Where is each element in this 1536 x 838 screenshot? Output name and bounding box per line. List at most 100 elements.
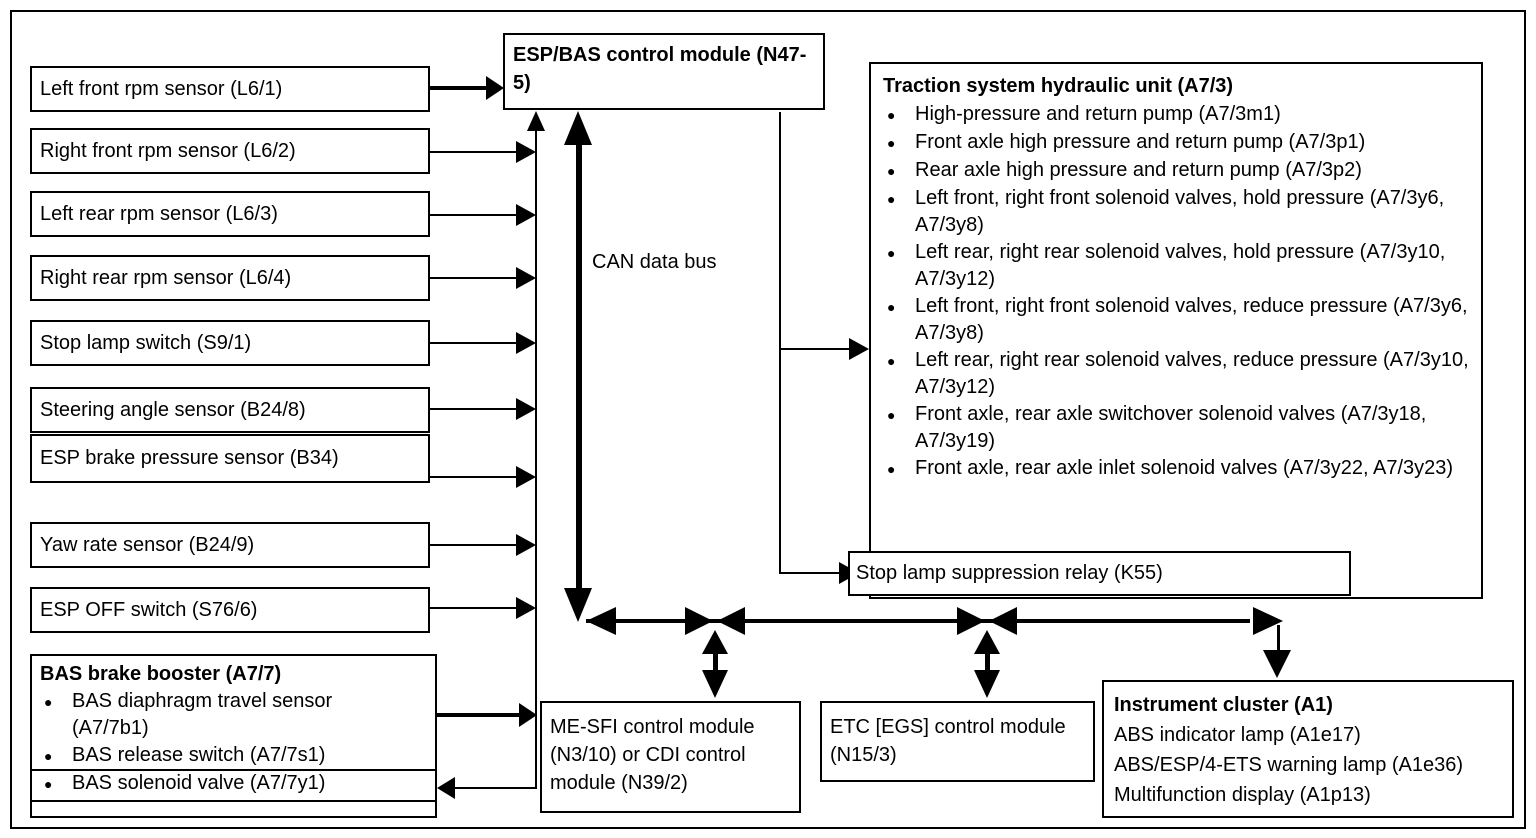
connector-line: [430, 342, 516, 344]
traction-unit-title: Traction system hydraulic unit (A7/3): [883, 75, 1234, 97]
list-item: High-pressure and return pump (A7/3m1): [883, 101, 1471, 129]
sensor-label: Right rear rpm sensor (L6/4): [40, 266, 292, 289]
sensor-box-esp-off-switch: ESP OFF switch (S76/6): [30, 587, 430, 633]
arrowhead-right-icon: [519, 703, 537, 727]
list-item-text: BAS diaphragm travel sensor (A7/7b1): [72, 690, 333, 739]
diagram-border: [10, 10, 1526, 829]
traction-hydraulic-unit-box: Traction system hydraulic unit (A7/3) Hi…: [869, 62, 1483, 599]
connector-line: [430, 151, 516, 153]
sensor-box-right-rear-rpm: Right rear rpm sensor (L6/4): [30, 255, 430, 301]
list-item: BAS release switch (A7/7s1): [40, 742, 427, 770]
list-item-text: Front axle, rear axle switchover solenoi…: [915, 403, 1427, 452]
bullet-icon: [883, 293, 915, 321]
sensor-label: Right front rpm sensor (L6/2): [40, 139, 296, 162]
connector-line: [455, 787, 536, 789]
can-bus-label: CAN data bus: [592, 251, 717, 273]
branch-line: [779, 112, 781, 574]
bullet-icon: [883, 239, 915, 267]
cluster-item: ABS/ESP/4-ETS warning lamp (A1e36): [1114, 754, 1464, 776]
list-item-text: Front axle, rear axle inlet solenoid val…: [915, 457, 1454, 479]
junction-arrowhead-down-icon: [702, 670, 728, 698]
list-item: BAS diaphragm travel sensor (A7/7b1): [40, 688, 427, 742]
bullet-icon: [883, 401, 915, 429]
junction-stem-line: [985, 652, 990, 670]
list-item-text: BAS release switch (A7/7s1): [72, 744, 326, 766]
list-item: BAS solenoid valve (A7/7y1): [40, 770, 427, 798]
cluster-item: ABS indicator lamp (A1e17): [1114, 724, 1361, 746]
bullet-icon: [883, 185, 915, 213]
arrowhead-right-icon: [516, 597, 536, 619]
arrowhead-right-icon: [516, 141, 536, 163]
connector-line: [437, 713, 519, 717]
arrowhead-right-icon: [849, 338, 869, 360]
bas-divider-line: [30, 800, 437, 802]
list-item-text: Rear axle high pressure and return pump …: [915, 159, 1362, 181]
relay-label: Stop lamp suppression relay (K55): [856, 562, 1163, 584]
arrowhead-right-icon: [516, 466, 536, 488]
list-item-text: Left front, right front solenoid valves,…: [915, 295, 1468, 344]
me-sfi-control-module-box: ME-SFI control module (N3/10) or CDI con…: [540, 701, 801, 813]
list-item-text: High-pressure and return pump (A7/3m1): [915, 103, 1281, 125]
etc-label: ETC [EGS] control module (N15/3): [830, 716, 1066, 766]
connector-line: [430, 607, 516, 609]
cluster-item: Multifunction display (A1p13): [1114, 784, 1371, 806]
bullet-icon: [40, 770, 72, 798]
junction-arrowhead-up-icon: [974, 630, 1000, 654]
bus-arrowhead-left-icon: [586, 607, 616, 635]
list-item: Left front, right front solenoid valves,…: [883, 185, 1471, 239]
list-item: Front axle, rear axle inlet solenoid val…: [883, 455, 1471, 483]
bas-booster-title: BAS brake booster (A7/7): [40, 663, 282, 685]
etc-control-module-box: ETC [EGS] control module (N15/3): [820, 701, 1095, 782]
arrowhead-right-icon: [516, 398, 536, 420]
arrowhead-right-icon: [486, 76, 504, 100]
list-item: Rear axle high pressure and return pump …: [883, 157, 1471, 185]
can-bus-vertical-line: [576, 145, 582, 591]
can-arrowhead-up-icon: [564, 111, 592, 145]
junction-stem-line: [713, 652, 718, 670]
connector-line: [430, 476, 516, 478]
connector-line: [1277, 625, 1280, 651]
sensor-label: Yaw rate sensor (B24/9): [40, 533, 255, 556]
list-item: Left rear, right rear solenoid valves, r…: [883, 347, 1471, 401]
bullet-icon: [883, 347, 915, 375]
sensor-box-right-front-rpm: Right front rpm sensor (L6/2): [30, 128, 430, 174]
arrowhead-up-icon: [527, 111, 545, 131]
bullet-icon: [883, 129, 915, 157]
me-sfi-label: ME-SFI control module (N3/10) or CDI con…: [550, 716, 755, 794]
list-item: Front axle high pressure and return pump…: [883, 129, 1471, 157]
bullet-icon: [40, 742, 72, 770]
bullet-icon: [883, 455, 915, 483]
junction-arrowhead-up-icon: [702, 630, 728, 654]
list-item-text: BAS solenoid valve (A7/7y1): [72, 772, 326, 794]
sensor-box-left-rear-rpm: Left rear rpm sensor (L6/3): [30, 191, 430, 237]
arrowhead-right-icon: [516, 332, 536, 354]
bullet-icon: [883, 157, 915, 185]
list-item: Front axle, rear axle switchover solenoi…: [883, 401, 1471, 455]
stop-lamp-suppression-relay-box: Stop lamp suppression relay (K55): [848, 551, 1351, 596]
esp-bas-module-title: ESP/BAS control module (N47-5): [513, 44, 807, 94]
instrument-cluster-box: Instrument cluster (A1) ABS indicator la…: [1102, 680, 1514, 818]
can-bus-horizontal-line: [586, 619, 1250, 623]
arrowhead-left-icon: [437, 777, 455, 799]
esp-bas-control-module-box: ESP/BAS control module (N47-5): [503, 33, 825, 110]
connector-line: [430, 214, 516, 216]
sensor-label: ESP brake pressure sensor (B34): [40, 447, 339, 469]
connector-line: [430, 544, 516, 546]
connector-line: [779, 348, 851, 350]
sensor-box-yaw-rate: Yaw rate sensor (B24/9): [30, 522, 430, 568]
sensor-label: Left rear rpm sensor (L6/3): [40, 202, 278, 225]
arrowhead-right-icon: [516, 534, 536, 556]
collector-line: [535, 130, 537, 789]
sensor-label: ESP OFF switch (S76/6): [40, 598, 258, 621]
instrument-cluster-title: Instrument cluster (A1): [1114, 694, 1333, 716]
arrowhead-right-icon: [516, 267, 536, 289]
arrowhead-down-icon: [1263, 650, 1291, 678]
list-item: Left rear, right rear solenoid valves, h…: [883, 239, 1471, 293]
list-item-text: Left rear, right rear solenoid valves, h…: [915, 241, 1446, 290]
connector-line: [430, 86, 486, 90]
connector-line: [430, 408, 516, 410]
list-item: Left front, right front solenoid valves,…: [883, 293, 1471, 347]
list-item-text: Front axle high pressure and return pump…: [915, 131, 1366, 153]
sensor-box-steering-angle: Steering angle sensor (B24/8): [30, 387, 430, 433]
